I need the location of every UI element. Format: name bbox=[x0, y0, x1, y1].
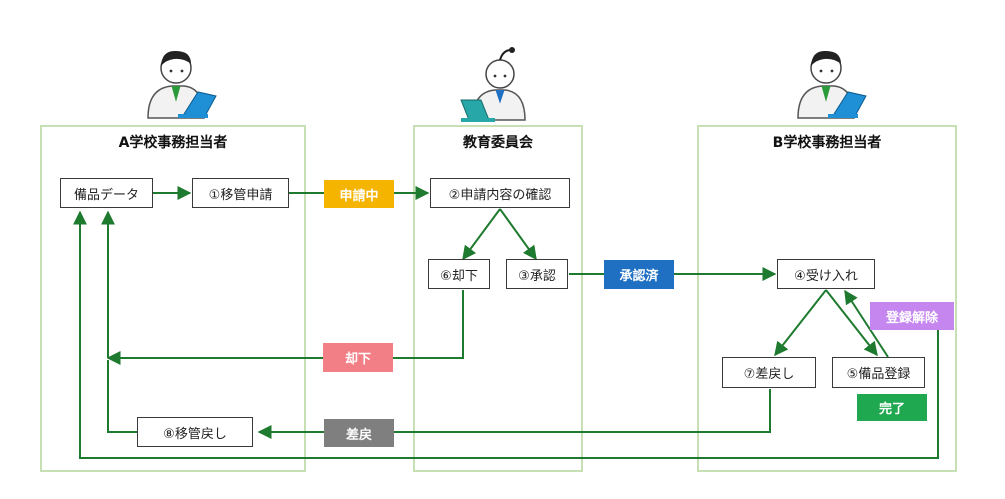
arrow-sendback-to-return bbox=[257, 389, 771, 439]
lane-school-a bbox=[40, 125, 306, 472]
step-transfer-return: ⑧移管戻し bbox=[137, 417, 253, 447]
status-badge-requesting: 申請中 bbox=[324, 180, 394, 208]
step-send-back: ⑦差戻し bbox=[722, 357, 816, 388]
step-reject: ⑥却下 bbox=[428, 259, 490, 289]
arrow-return-to-data bbox=[107, 360, 138, 433]
step-equipment-data: 備品データ bbox=[60, 178, 153, 208]
lane-title-school-a: A学校事務担当者 bbox=[118, 135, 228, 151]
person-laptop-icon bbox=[147, 50, 217, 119]
status-badge-completed: 完了 bbox=[857, 394, 927, 421]
arrow-reject-to-a bbox=[106, 290, 464, 365]
step-confirm-request: ②申請内容の確認 bbox=[430, 178, 570, 208]
lane-board bbox=[413, 125, 583, 472]
arrow-unregister-loop bbox=[73, 210, 939, 459]
arrow-accept-to-register bbox=[825, 289, 878, 357]
arrow-accept-to-sendback bbox=[774, 289, 827, 357]
status-badge-returned: 差戻 bbox=[324, 419, 394, 447]
step-accept: ④受け入れ bbox=[777, 259, 875, 289]
status-badge-unregister: 登録解除 bbox=[870, 302, 954, 330]
lane-school-b bbox=[697, 125, 957, 472]
step-approve: ③承認 bbox=[506, 259, 568, 289]
arrow-confirm-to-reject bbox=[462, 208, 501, 261]
lane-title-board: 教育委員会 bbox=[463, 135, 533, 151]
person-laptop-icon bbox=[460, 47, 526, 122]
step-transfer-request: ①移管申請 bbox=[192, 178, 289, 208]
lane-title-school-b: B学校事務担当者 bbox=[772, 135, 882, 151]
arrow-confirm-to-approve bbox=[499, 208, 537, 261]
step-register: ⑤備品登録 bbox=[832, 357, 925, 388]
status-badge-rejected: 却下 bbox=[323, 343, 393, 372]
status-badge-approved: 承認済 bbox=[604, 260, 674, 289]
person-laptop-icon bbox=[797, 50, 867, 119]
arrow-register-to-accept bbox=[844, 289, 889, 358]
